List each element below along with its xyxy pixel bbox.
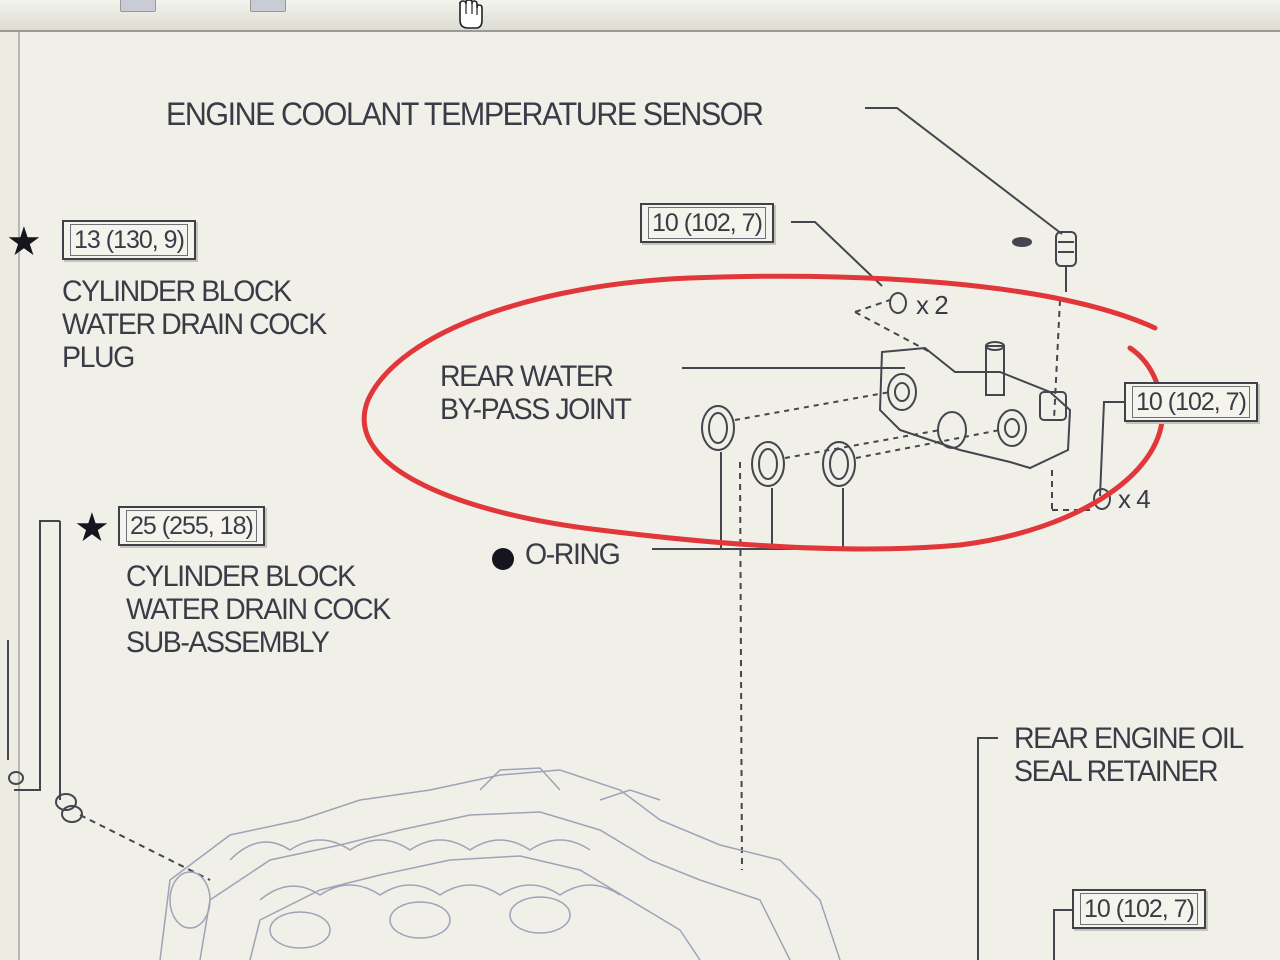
- star-icon: ★: [6, 220, 42, 264]
- o-ring-label: O-RING: [525, 538, 621, 571]
- drain-torque-box: 25 (255, 18): [118, 506, 265, 546]
- star-icon: ★: [74, 506, 110, 550]
- bolt-qty-top: x 2: [916, 290, 949, 320]
- viewer-toolbar: [0, 0, 1280, 32]
- plug-label: CYLINDER BLOCK WATER DRAIN COCK PLUG: [62, 275, 327, 374]
- bypass-torque-value: 10 (102, 7): [648, 207, 766, 239]
- retainer-label: REAR ENGINE OIL SEAL RETAINER: [1014, 722, 1244, 788]
- bypass-joint-part: [878, 341, 1072, 470]
- drain-torque-value: 25 (255, 18): [126, 510, 257, 542]
- right-torque-value: 10 (102, 7): [1132, 386, 1250, 418]
- toolbar-button[interactable]: [250, 0, 286, 12]
- toolbar-button[interactable]: [120, 0, 156, 12]
- bullet-icon: [492, 548, 514, 570]
- bypass-torque-box: 10 (102, 7): [640, 203, 774, 243]
- coolant-sensor-part: [1012, 231, 1077, 292]
- right-torque-box: 10 (102, 7): [1124, 382, 1258, 422]
- engine-block-sketch: [159, 767, 841, 960]
- hand-cursor-icon: [459, 0, 483, 29]
- drain-cock-label: CYLINDER BLOCK WATER DRAIN COCK SUB-ASSE…: [126, 560, 391, 659]
- bolt-qty-right: x 4: [1118, 484, 1151, 514]
- plug-torque-value: 13 (130, 9): [70, 224, 188, 256]
- sensor-label: ENGINE COOLANT TEMPERATURE SENSOR: [166, 96, 764, 132]
- diagram-panel: [18, 32, 1280, 960]
- o-ring-parts: [701, 405, 856, 487]
- red-annotation-circle: [361, 273, 1165, 552]
- bypass-joint-label: REAR WATER BY-PASS JOINT: [440, 360, 632, 426]
- bottom-torque-box: 10 (102, 7): [1072, 889, 1206, 929]
- plug-torque-box: 13 (130, 9): [62, 220, 196, 260]
- bottom-torque-value: 10 (102, 7): [1080, 893, 1198, 925]
